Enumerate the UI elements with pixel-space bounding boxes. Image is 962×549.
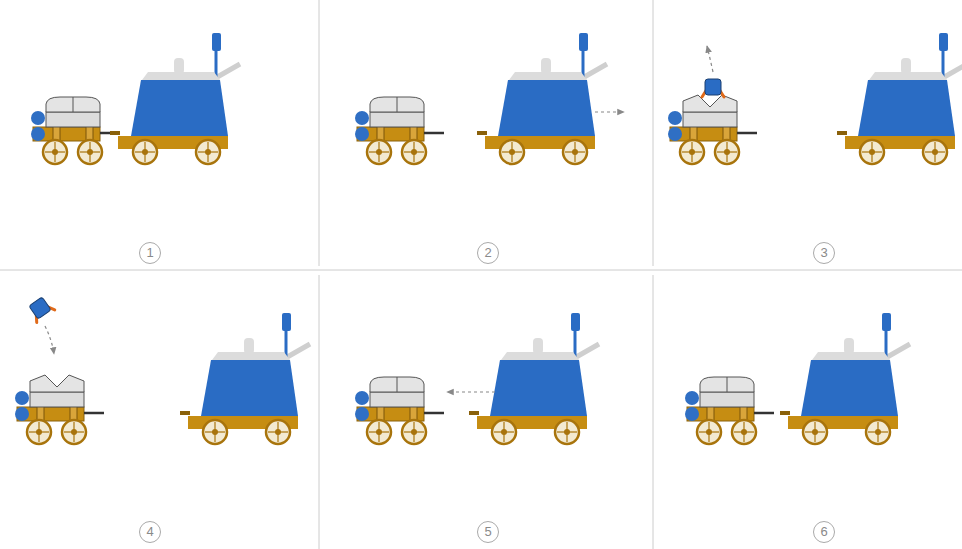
- callout-number: 2: [477, 242, 499, 264]
- callout-number: 1: [139, 242, 161, 264]
- callout-number: 6: [813, 521, 835, 543]
- callout-number: 5: [477, 521, 499, 543]
- callout-number: 4: [139, 521, 161, 543]
- callout-number: 3: [813, 242, 835, 264]
